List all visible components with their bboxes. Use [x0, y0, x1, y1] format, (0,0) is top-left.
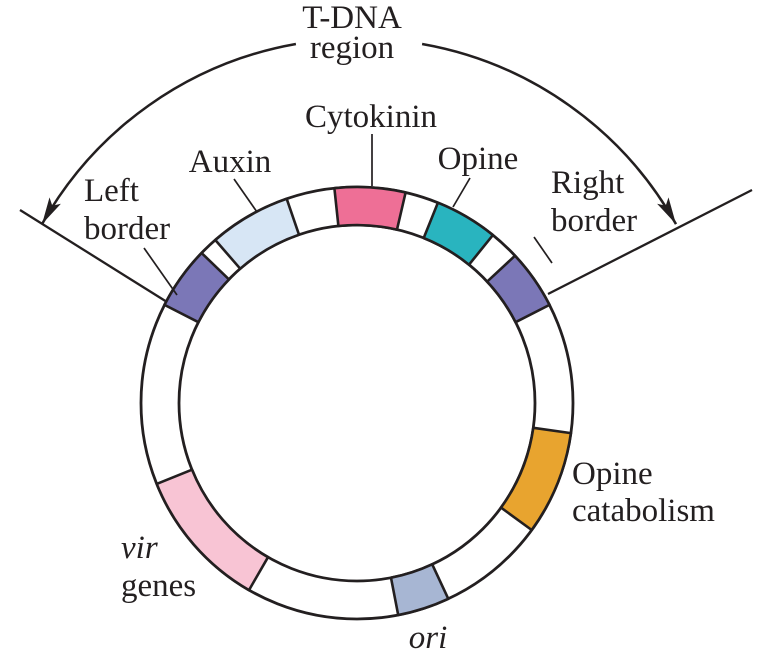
label-right-border-line-0: Right — [551, 165, 624, 201]
label-tdna-region-line-0: T-DNA — [302, 0, 402, 36]
label-vir-genes-line-0: vir — [121, 530, 158, 566]
tdna-arc-left — [40, 42, 297, 225]
tdna-boundary-line-left — [19, 209, 168, 303]
segment-opine — [422, 201, 495, 266]
tdna-boundary-line-right — [547, 188, 753, 296]
label-ori-line-0: ori — [409, 620, 448, 656]
segment-ori — [389, 563, 450, 617]
segment-auxin — [214, 197, 301, 270]
tdna-arrowhead-right — [657, 197, 676, 225]
label-opine-catabolism-line-1: catabolism — [572, 493, 715, 529]
tdna-arc-right — [421, 42, 678, 225]
label-opine-catabolism-line-0: Opine — [572, 456, 653, 492]
label-auxin-line-0: Auxin — [189, 144, 272, 180]
segment-right-border — [485, 254, 551, 324]
label-vir-genes-line-1: genes — [121, 568, 196, 604]
leader-left-border — [143, 247, 178, 296]
label-opine-line-0: Opine — [438, 141, 519, 177]
segment-cytokinin — [333, 185, 407, 231]
label-left-border-line-0: Left — [84, 173, 139, 209]
label-cytokinin-line-0: Cytokinin — [305, 99, 437, 135]
segment-opine-catabolism — [499, 426, 573, 532]
leader-opine — [452, 177, 471, 208]
plasmid-inner-circle — [177, 223, 537, 583]
label-right-border-line-1: border — [551, 203, 637, 239]
segment-left-border — [163, 251, 231, 324]
label-left-border-line-1: border — [84, 211, 170, 247]
label-tdna-region-line-1: region — [310, 30, 394, 66]
leader-right-border — [533, 236, 553, 264]
segment-vir-genes — [155, 468, 270, 592]
tdna-arrowhead-left — [42, 197, 61, 225]
leader-auxin — [233, 178, 258, 213]
